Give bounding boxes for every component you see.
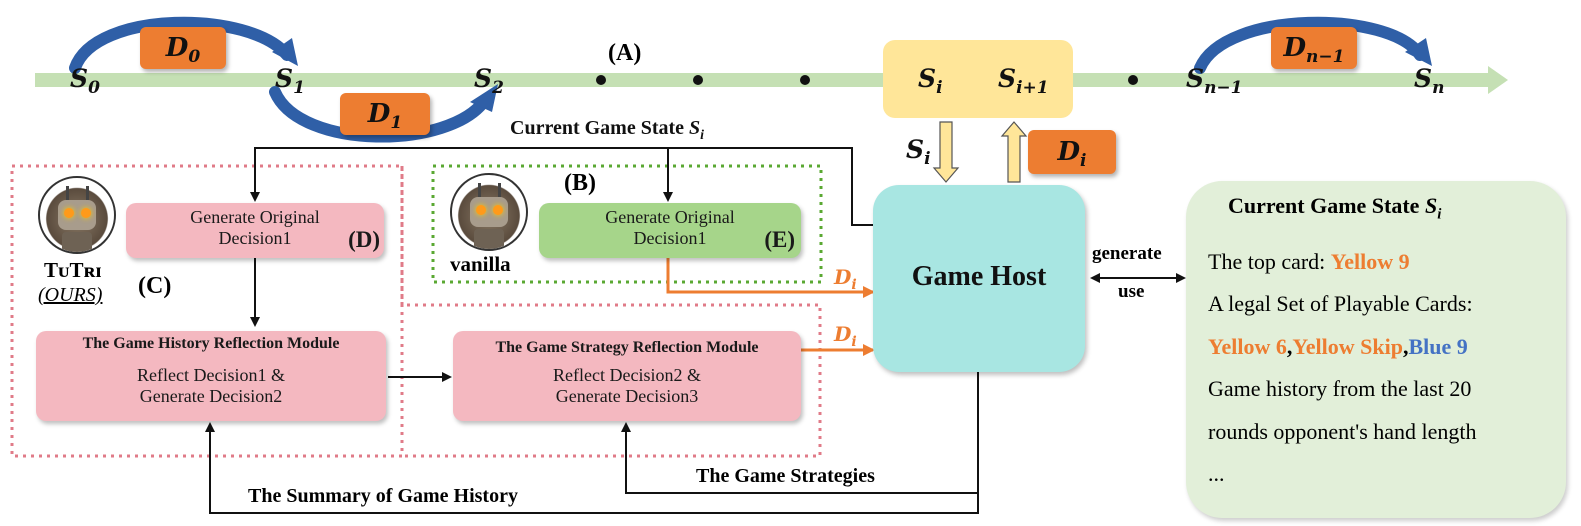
tutri-robot-avatar (38, 176, 116, 254)
arrow-s1-s2-head (470, 84, 498, 112)
decision-dn-minus-1: Dn−1 (1271, 27, 1357, 69)
label-d: (D) (348, 227, 380, 252)
top-card-value: Yellow 9 (1330, 249, 1410, 274)
label-a: (A) (608, 40, 642, 66)
history-reflection-module: The Game History Reflection Module Refle… (36, 331, 386, 421)
panel-history-line2: rounds opponent's hand length (1208, 419, 1477, 444)
host-timeline-arrows (932, 121, 1028, 183)
vanilla-generate-line2: Decision1 (633, 228, 707, 248)
host-output-di: Di (1028, 130, 1116, 174)
arrow-sn1-sn (1194, 16, 1426, 74)
summary-label: The Summary of Game History (248, 485, 518, 507)
generate-label: generate (1092, 243, 1162, 264)
blue-transition-arrows (69, 16, 1432, 143)
tutri-name: TᴜTʀɪ (44, 258, 102, 282)
vanilla-region (431, 164, 823, 284)
state-si-plus-1: Si+1 (998, 64, 1049, 98)
tutri-ours-note: (OURS) (38, 284, 103, 306)
current-state-panel: Current Game State Si The top card: Yell… (1186, 181, 1566, 518)
panel-legal-cards: Yellow 6,Yellow Skip,Blue 9 (1208, 334, 1468, 359)
label-c: (C) (138, 273, 172, 299)
strategies-label: The Game Strategies (696, 465, 875, 487)
vanilla-generate-box: Generate Original Decision1 (E) (539, 203, 801, 258)
vanilla-generate-line1: Generate Original (605, 207, 735, 227)
summary-feedback-line (205, 422, 979, 514)
strategy-reflection-module: The Game Strategy Reflection Module Refl… (453, 331, 801, 421)
label-e: (E) (764, 227, 795, 252)
strategy-module-title: The Game Strategy Reflection Module (495, 339, 759, 356)
timeline-bar (35, 66, 1508, 94)
decision-d0: D0 (140, 27, 226, 69)
strategies-feedback-line (621, 372, 979, 494)
timeline-ellipsis-dots (596, 75, 1138, 85)
state-s1: S1 (275, 64, 305, 98)
arrow-s1-s2 (269, 86, 491, 143)
panel-legal-set-label: A legal Set of Playable Cards: (1208, 291, 1473, 316)
host-input-si: Si (906, 135, 931, 169)
tutri-generate-line1: Generate Original (190, 207, 320, 227)
arrow-sn1-sn-head (1405, 38, 1432, 66)
current-state-connector-label: Current Game State Si (510, 117, 705, 143)
panel-top-card: The top card: Yellow 9 (1208, 249, 1410, 274)
state-sn: Sn (1414, 64, 1445, 98)
panel-ellipsis: ... (1208, 461, 1225, 486)
state-s0: S0 (70, 64, 100, 98)
vanilla-output-di: Di (834, 265, 857, 293)
card-yellow-skip: Yellow Skip (1292, 334, 1403, 359)
current-step-highlight (883, 40, 1073, 118)
history-module-title: The Game History Reflection Module (82, 335, 340, 352)
game-host-label: Game Host (911, 261, 1047, 292)
panel-title: Current Game State Si (1228, 193, 1442, 223)
history-module-line1: Reflect Decision1 & (137, 365, 285, 385)
vanilla-name: vanilla (450, 252, 511, 276)
current-state-connector (250, 147, 873, 226)
decision-d1: D1 (340, 93, 430, 135)
tutri-generate-box: Generate Original Decision1 (D) (126, 203, 384, 258)
tutri-generate-line2: Decision1 (218, 228, 292, 248)
arrow-s0-s1-head (272, 38, 298, 66)
tutri-output-di: Di (834, 322, 857, 350)
state-s2: S2 (474, 64, 504, 98)
vanilla-robot-avatar (450, 173, 528, 251)
arrow-s0-s1 (69, 16, 293, 74)
history-module-line2: Generate Decision2 (139, 386, 283, 406)
state-sn-minus-1: Sn−1 (1186, 64, 1243, 98)
strategy-module-line2: Generate Decision3 (555, 386, 699, 406)
state-si: Si (918, 64, 943, 98)
label-b: (B) (564, 170, 596, 196)
arrow-vanilla-to-host (666, 256, 875, 298)
game-host-box: Game Host (873, 185, 1085, 372)
use-label: use (1118, 281, 1145, 302)
tutri-region (10, 164, 404, 458)
strategy-module-line1: Reflect Decision2 & (553, 365, 701, 385)
card-blue-9: Blue 9 (1408, 334, 1468, 359)
card-yellow-6: Yellow 6 (1208, 334, 1287, 359)
panel-history-line1: Game history from the last 20 (1208, 376, 1472, 401)
